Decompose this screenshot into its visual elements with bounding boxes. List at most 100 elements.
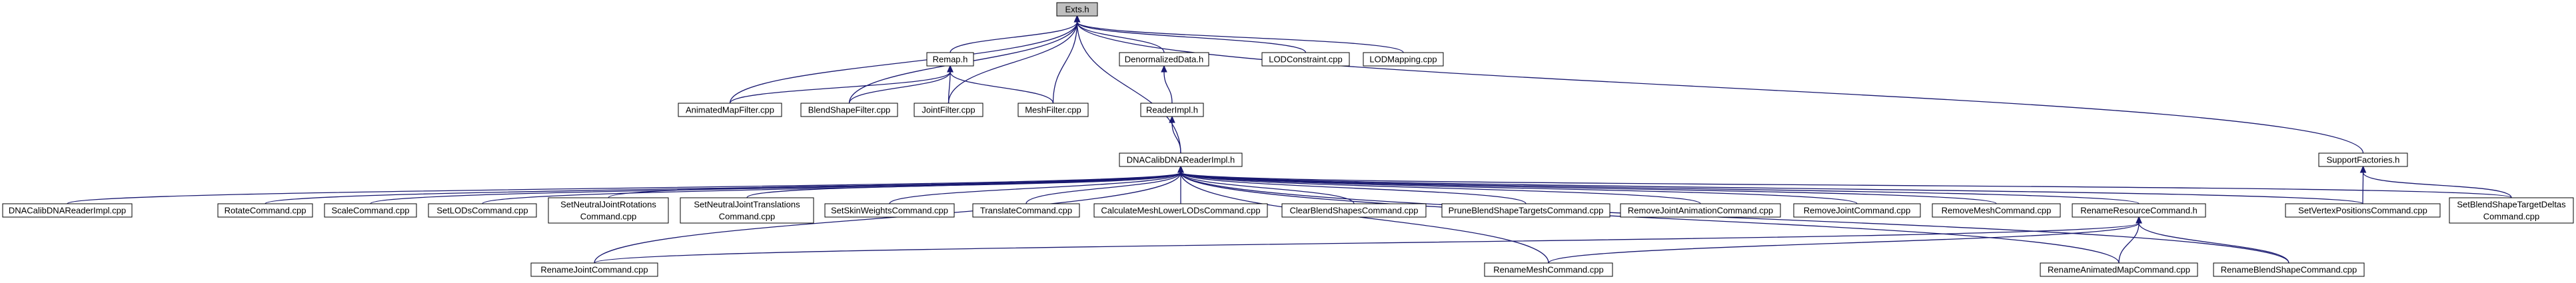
node-label-line-2: Command.cpp [2483, 212, 2540, 222]
node-label: RemoveMeshCommand.cpp [1942, 206, 2052, 216]
node-calculatemeshlowerlodscommand-cpp[interactable]: CalculateMeshLowerLODsCommand.cpp [1093, 203, 1268, 218]
node-label: RenameJointCommand.cpp [540, 265, 648, 275]
node-label: Remap.h [933, 55, 968, 65]
node-label: LODMapping.cpp [1369, 55, 1437, 65]
node-label: ReaderImpl.h [1146, 105, 1198, 115]
node-label: DNACalibDNAReaderImpl.cpp [9, 206, 126, 216]
edge-dnacalibreaderimpl_h-to-exts [1076, 21, 1181, 154]
node-label: SupportFactories.h [2327, 155, 2400, 165]
node-label: DNACalibDNAReaderImpl.h [1127, 155, 1235, 165]
node-label-line-1: SetNeutralJointTranslations [694, 200, 800, 210]
edge-scalecommand-to-dnacalibreaderimpl_h [370, 172, 1181, 204]
node-rotatecommand-cpp[interactable]: RotateCommand.cpp [217, 203, 313, 218]
edge-renameblendshape-to-renameresource [2138, 222, 2289, 264]
node-setvertexpositionscommand-cpp[interactable]: SetVertexPositionsCommand.cpp [2285, 203, 2441, 218]
edge-renamejoint-to-renameresource [594, 222, 2140, 264]
edge-denorm-to-exts [1076, 21, 1165, 53]
edge-setblendshapetargetdeltas-to-supportfactories [2362, 172, 2512, 198]
node-dnacalibdnareaderimpl-cpp[interactable]: DNACalibDNAReaderImpl.cpp [2, 203, 133, 218]
node-label: SetLODsCommand.cpp [436, 206, 528, 216]
edge-removejointanimation-to-dnacalibreaderimpl_h [1180, 172, 1701, 204]
node-label: AnimatedMapFilter.cpp [686, 105, 774, 115]
arrowhead-supportfactories-to-exts [1073, 15, 1081, 23]
node-dnacalibdnareaderimpl-h[interactable]: DNACalibDNAReaderImpl.h [1119, 152, 1243, 167]
node-label-line-2: Command.cpp [719, 212, 776, 222]
edge-removejoint-to-dnacalibreaderimpl_h [1180, 172, 1858, 204]
edge-dnacalibreaderimpl_h-to-readerimpl [1171, 122, 1181, 154]
edge-translatecommand-to-dnacalibreaderimpl_h [1025, 172, 1181, 204]
edge-lodmapping-to-exts [1076, 21, 1404, 53]
arrowhead-meshfilter-to-remap [947, 65, 954, 73]
node-renameblendshapecommand-cpp[interactable]: RenameBlendShapeCommand.cpp [2213, 262, 2365, 277]
node-label-line-1: SetNeutralJointRotations [560, 200, 656, 210]
node-label: TranslateCommand.cpp [980, 206, 1072, 216]
node-denormalizeddata-h[interactable]: DenormalizedData.h [1119, 52, 1209, 67]
node-removemeshcommand-cpp[interactable]: RemoveMeshCommand.cpp [1932, 203, 2061, 218]
node-label: RenameResourceCommand.h [2080, 206, 2198, 216]
node-renameanimatedmapcommand-cpp[interactable]: RenameAnimatedMapCommand.cpp [2040, 262, 2198, 277]
node-remap-h[interactable]: Remap.h [926, 52, 974, 67]
edge-remap-to-exts [950, 21, 1078, 53]
edge-animatedmapfilter-to-exts [729, 21, 1078, 104]
edge-setvertexpositions-to-dnacalibreaderimpl_h [1180, 172, 2363, 204]
node-removejointcommand-cpp[interactable]: RemoveJointCommand.cpp [1793, 203, 1921, 218]
node-label: PruneBlendShapeTargetsCommand.cpp [1449, 206, 1604, 216]
node-label: RenameAnimatedMapCommand.cpp [2048, 265, 2190, 275]
node-readerimpl-h[interactable]: ReaderImpl.h [1140, 103, 1204, 117]
node-renamejointcommand-cpp[interactable]: RenameJointCommand.cpp [530, 262, 658, 277]
edge-setblendshapetargetdeltas-to-dnacalibreaderimpl_h [1180, 172, 2512, 198]
node-label: ScaleCommand.cpp [331, 206, 409, 216]
node-jointfilter-cpp[interactable]: JointFilter.cpp [914, 103, 983, 117]
node-renamemeshcommand-cpp[interactable]: RenameMeshCommand.cpp [1484, 262, 1613, 277]
node-setblendshapetargetdeltascommand-cpp[interactable]: SetBlendShapeTargetDeltas Command.cpp [2449, 197, 2574, 224]
node-label: RenameMeshCommand.cpp [1493, 265, 1603, 275]
dependency-edges [67, 21, 2512, 264]
arrowhead-dnacalibreaderimpl_h-to-readerimpl [1169, 115, 1175, 123]
arrowhead-renameblendshape-to-dnacalibreaderimpl_h [1177, 165, 1184, 173]
node-blendshapefilter-cpp[interactable]: BlendShapeFilter.cpp [800, 103, 898, 117]
node-supportfactories-h[interactable]: SupportFactories.h [2318, 152, 2408, 167]
edge-renamemesh-to-dnacalibreaderimpl_h [1180, 172, 1549, 264]
edge-jointfilter-to-remap [948, 71, 951, 104]
edge-setskinweights-to-dnacalibreaderimpl_h [889, 172, 1181, 204]
node-exts-h[interactable]: Exts.h [1056, 2, 1098, 17]
node-pruneblendshapetargetscommand-cpp[interactable]: PruneBlendShapeTargetsCommand.cpp [1441, 203, 1610, 218]
edge-readerimpl-to-denorm [1163, 71, 1173, 104]
edge-renameanimatedmap-to-dnacalibreaderimpl_h [1180, 172, 2120, 264]
node-setskinweightscommand-cpp[interactable]: SetSkinWeightsCommand.cpp [824, 203, 955, 218]
edge-renameblendshape-to-dnacalibreaderimpl_h [1180, 172, 2289, 264]
node-translatecommand-cpp[interactable]: TranslateCommand.cpp [972, 203, 1080, 218]
node-label: CalculateMeshLowerLODsCommand.cpp [1101, 206, 1260, 216]
node-animatedmapfilter-cpp[interactable]: AnimatedMapFilter.cpp [678, 103, 782, 117]
dependency-arrowheads [947, 15, 2367, 224]
node-label: RemoveJointAnimationCommand.cpp [1628, 206, 1773, 216]
node-label: RotateCommand.cpp [225, 206, 307, 216]
node-label: RenameBlendShapeCommand.cpp [2221, 265, 2357, 275]
edge-setneutraljointtranslations-to-dnacalibreaderimpl_h [746, 172, 1181, 198]
node-label: JointFilter.cpp [922, 105, 975, 115]
node-label: SetSkinWeightsCommand.cpp [831, 206, 948, 216]
node-setlodscommand-cpp[interactable]: SetLODsCommand.cpp [428, 203, 537, 218]
node-label: ClearBlendShapesCommand.cpp [1290, 206, 1419, 216]
node-removejointanimationcommand-cpp[interactable]: RemoveJointAnimationCommand.cpp [1620, 203, 1781, 218]
node-label: Exts.h [1065, 5, 1089, 15]
arrowhead-setblendshapetargetdeltas-to-supportfactories [2359, 165, 2367, 173]
arrowhead-renameblendshape-to-renameresource [2136, 216, 2142, 224]
node-setneutraljointtranslations-cpp[interactable]: SetNeutralJointTranslations Command.cpp [680, 197, 814, 224]
edge-renameanimatedmap-to-renameresource [2118, 222, 2140, 264]
node-renameresourcecommand-h[interactable]: RenameResourceCommand.h [2072, 203, 2206, 218]
edge-lodconstraint-to-exts [1076, 21, 1307, 53]
node-lodmapping-cpp[interactable]: LODMapping.cpp [1363, 52, 1444, 67]
node-label: MeshFilter.cpp [1025, 105, 1081, 115]
node-scalecommand-cpp[interactable]: ScaleCommand.cpp [324, 203, 417, 218]
edge-jointfilter-to-exts [948, 21, 1078, 104]
edge-meshfilter-to-remap [950, 71, 1054, 104]
node-clearblendshapescommand-cpp[interactable]: ClearBlendShapesCommand.cpp [1281, 203, 1427, 218]
edge-supportfactories-to-exts [1076, 21, 2364, 154]
edge-pruneblendshapetargets-to-dnacalibreaderimpl_h [1180, 172, 1527, 204]
node-setneutraljointrotations-cpp[interactable]: SetNeutralJointRotations Command.cpp [548, 197, 669, 224]
node-label: LODConstraint.cpp [1269, 55, 1343, 65]
node-meshfilter-cpp[interactable]: MeshFilter.cpp [1017, 103, 1089, 117]
node-lodconstraint-cpp[interactable]: LODConstraint.cpp [1261, 52, 1350, 67]
edge-setneutraljointrotations-to-dnacalibreaderimpl_h [608, 172, 1181, 198]
